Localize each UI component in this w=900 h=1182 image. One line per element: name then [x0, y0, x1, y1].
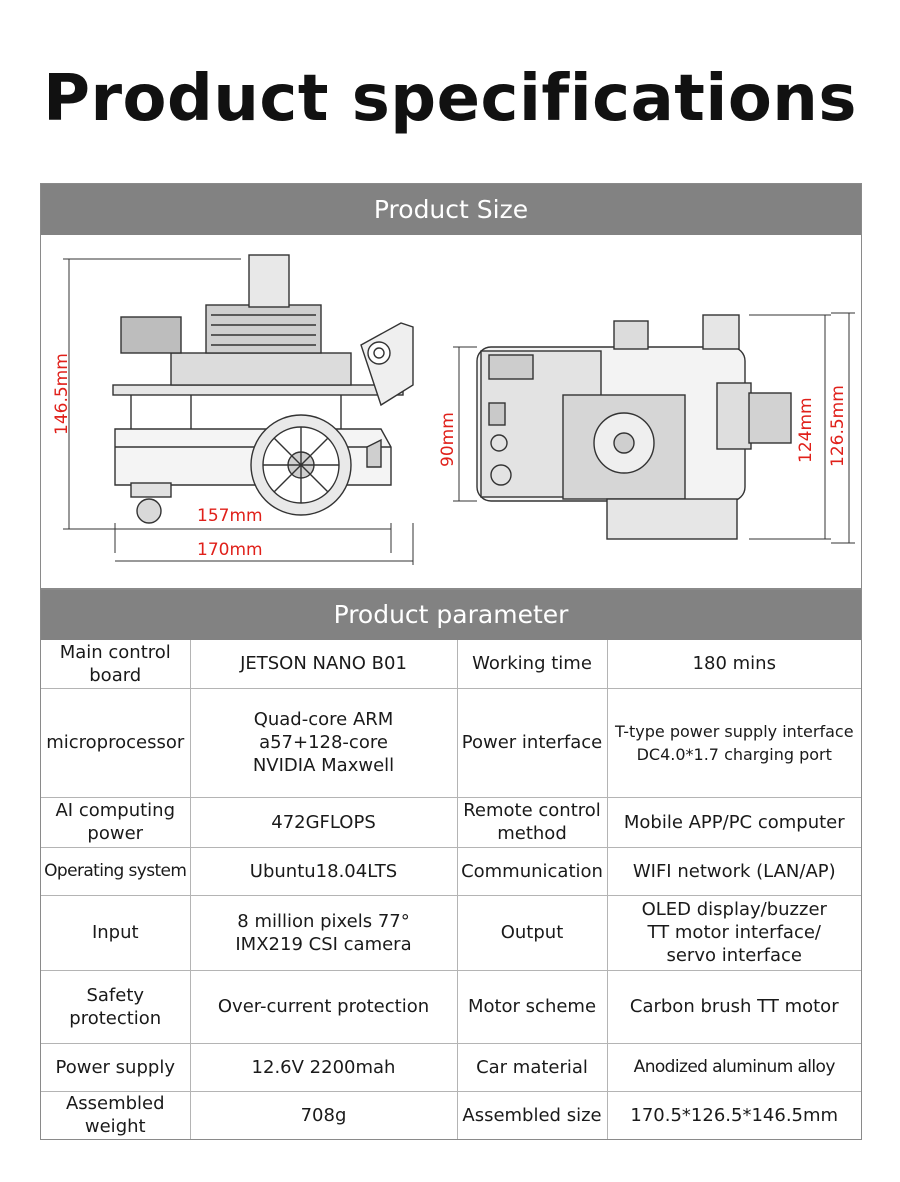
param-value: Anodized aluminum alloy: [606, 1042, 861, 1092]
side-dimension-lines: [63, 258, 855, 565]
parameter-table: Main control board JETSON NANO B01 Worki…: [41, 640, 861, 1139]
table-row: microprocessor Quad-core ARM a57+128-cor…: [41, 687, 861, 798]
param-key: Assembled weight: [41, 1090, 191, 1139]
table-row: Safety protection Over-current protectio…: [41, 969, 861, 1044]
product-parameter-heading: Product parameter: [41, 590, 861, 640]
param-key: Car material: [456, 1042, 608, 1092]
param-value: WIFI network (LAN/AP): [606, 846, 861, 896]
table-row: AI computing power 472GFLOPS Remote cont…: [41, 796, 861, 848]
param-value: Mobile APP/PC computer: [606, 796, 861, 848]
param-value: Quad-core ARM a57+128-core NVIDIA Maxwel…: [189, 687, 458, 798]
table-row: Main control board JETSON NANO B01 Worki…: [41, 640, 861, 689]
dim-depth-inner-label: 124mm: [796, 397, 816, 463]
page-title: Product specifications: [43, 62, 857, 136]
param-value: T-type power supply interface DC4.0*1.7 …: [606, 687, 861, 798]
param-value: 12.6V 2200mah: [189, 1042, 458, 1092]
param-value: 170.5*126.5*146.5mm: [606, 1090, 861, 1139]
table-row: Power supply 12.6V 2200mah Car material …: [41, 1042, 861, 1092]
param-key: Communication: [456, 846, 608, 896]
param-key: Main control board: [41, 640, 191, 689]
param-key: Output: [456, 894, 608, 971]
product-size-panel: Product Size: [40, 183, 862, 589]
dim-width-inner-label: 157mm: [197, 506, 263, 526]
dim-depth-total-label: 126.5mm: [828, 385, 848, 467]
robot-side-view: [112, 254, 414, 524]
param-key: Power supply: [41, 1042, 191, 1092]
param-key: Operating system: [41, 846, 191, 896]
table-row: Operating system Ubuntu18.04LTS Communic…: [41, 846, 861, 896]
param-key: Motor scheme: [456, 969, 608, 1044]
dimension-drawing: 146.5mm 157mm 170mm 90mm 124mm 126.5mm: [41, 235, 861, 589]
param-key: microprocessor: [41, 687, 191, 798]
param-key: Safety protection: [41, 969, 191, 1044]
param-value: 708g: [189, 1090, 458, 1139]
param-value: JETSON NANO B01: [189, 640, 458, 689]
param-key: AI computing power: [41, 796, 191, 848]
dim-top-height-label: 90mm: [438, 412, 458, 467]
dim-height-total-label: 146.5mm: [52, 353, 72, 435]
param-key: Assembled size: [456, 1090, 608, 1139]
param-key: Remote control method: [456, 796, 608, 848]
param-value: Ubuntu18.04LTS: [189, 846, 458, 896]
product-size-heading: Product Size: [41, 184, 861, 235]
param-value: Over-current protection: [189, 969, 458, 1044]
robot-dimension-diagram: 146.5mm 157mm 170mm 90mm 124mm 126.5mm: [52, 254, 855, 565]
param-key: Input: [41, 894, 191, 971]
param-key: Power interface: [456, 687, 608, 798]
param-value: OLED display/buzzer TT motor interface/ …: [606, 894, 861, 971]
product-parameter-panel: Product parameter Main control board JET…: [40, 589, 862, 1140]
table-row: Input 8 million pixels 77° IMX219 CSI ca…: [41, 894, 861, 971]
param-value: Carbon brush TT motor: [606, 969, 861, 1044]
robot-top-view: [476, 314, 792, 540]
param-value: 180 mins: [606, 640, 861, 689]
table-row: Assembled weight 708g Assembled size 170…: [41, 1090, 861, 1139]
param-value: 8 million pixels 77° IMX219 CSI camera: [189, 894, 458, 971]
param-key: Working time: [456, 640, 608, 689]
param-value: 472GFLOPS: [189, 796, 458, 848]
dim-width-total-label: 170mm: [197, 540, 263, 560]
